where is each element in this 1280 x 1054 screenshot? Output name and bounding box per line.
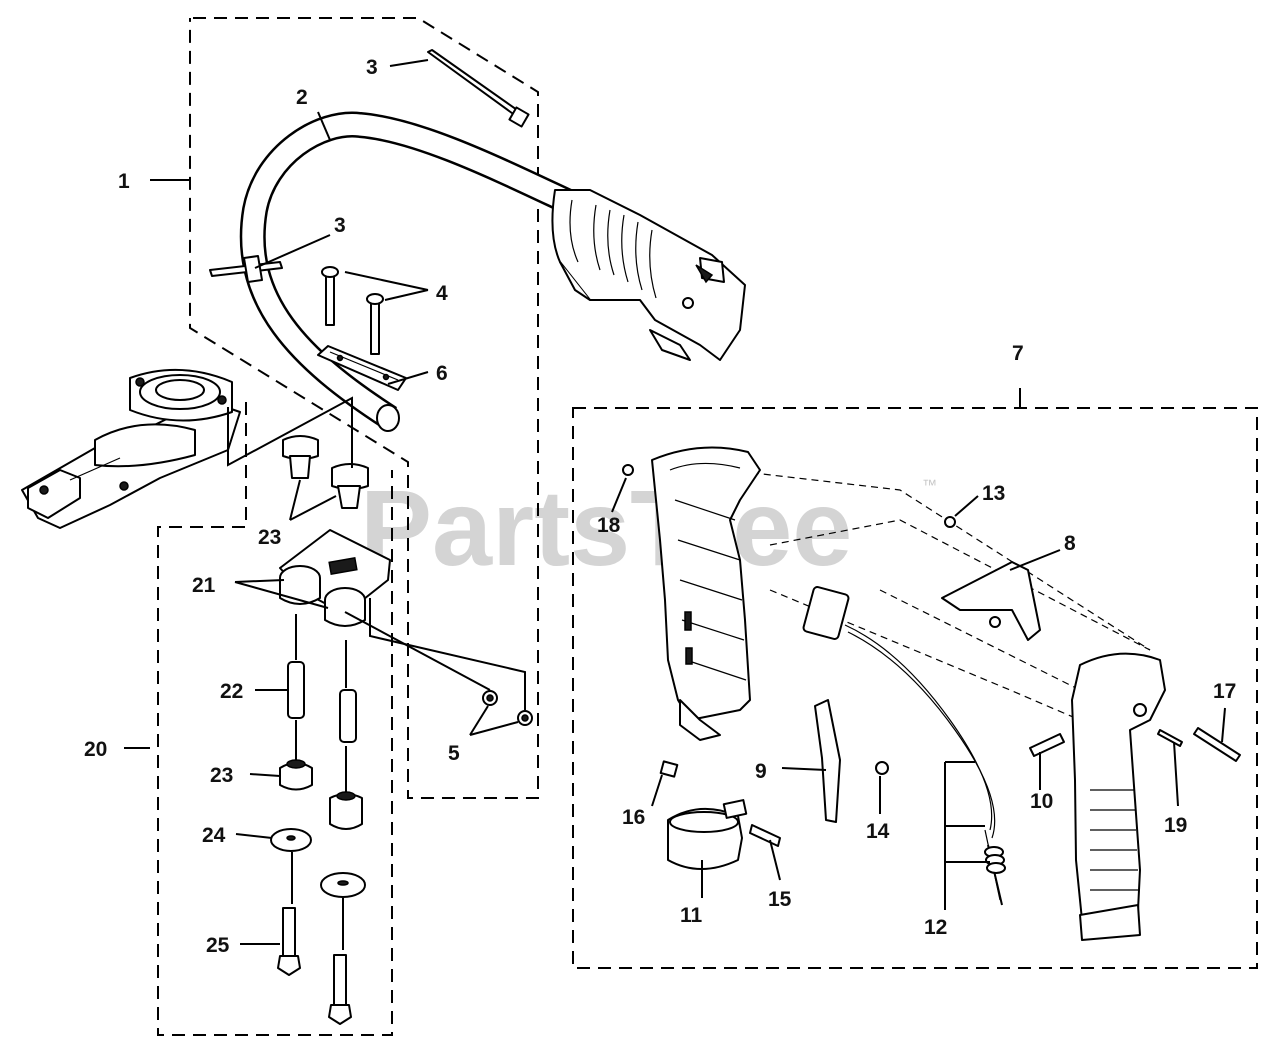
cable-tie-loop-icon bbox=[209, 255, 283, 283]
callout-23-upper: 23 bbox=[258, 526, 281, 549]
callout-20: 20 bbox=[84, 738, 107, 761]
bracket-icon bbox=[279, 529, 391, 627]
callout-7: 7 bbox=[1012, 342, 1024, 365]
rear-handle-icon bbox=[622, 446, 1241, 941]
assembly-20-boundary bbox=[157, 402, 393, 1036]
watermark-trademark: ™ bbox=[922, 477, 937, 494]
callout-12: 12 bbox=[924, 916, 947, 939]
gearhead-icon bbox=[21, 368, 241, 529]
callout-3-loop: 3 bbox=[334, 214, 346, 237]
leaders-right bbox=[611, 477, 1226, 910]
guide-lines-left bbox=[227, 396, 526, 950]
callout-1: 1 bbox=[118, 170, 130, 193]
callout-21: 21 bbox=[192, 574, 216, 597]
watermark-text: PartsTree bbox=[360, 467, 852, 588]
bushing-lower-icon bbox=[279, 759, 363, 830]
loop-handle-icon bbox=[239, 111, 746, 432]
callout-10: 10 bbox=[1030, 790, 1053, 813]
callout-15: 15 bbox=[768, 888, 792, 911]
callout-13: 13 bbox=[982, 482, 1005, 505]
callout-6: 6 bbox=[436, 362, 448, 385]
assembly-1-boundary bbox=[189, 17, 539, 799]
callout-3-top: 3 bbox=[366, 56, 378, 79]
screw-pair-icon bbox=[321, 266, 384, 355]
cable-tie-top-icon bbox=[427, 49, 530, 128]
washer-pair-icon bbox=[270, 828, 366, 898]
callout-8: 8 bbox=[1064, 532, 1076, 555]
assembly-7-boundary bbox=[572, 407, 1258, 969]
callout-23-lower: 23 bbox=[210, 764, 233, 787]
callout-11: 11 bbox=[680, 904, 703, 927]
callout-19: 19 bbox=[1164, 814, 1187, 837]
callout-4: 4 bbox=[436, 282, 448, 305]
callout-14: 14 bbox=[866, 820, 890, 843]
callout-17: 17 bbox=[1213, 680, 1236, 703]
bushing-upper-icon bbox=[282, 435, 369, 509]
callout-22: 22 bbox=[220, 680, 243, 703]
callout-18: 18 bbox=[597, 514, 621, 537]
callout-labels: 1 2 3 3 4 5 6 7 8 9 10 11 12 13 14 15 16… bbox=[84, 56, 1236, 957]
pin-pair-icon bbox=[287, 661, 357, 743]
callout-5: 5 bbox=[448, 742, 460, 765]
nut-pair-icon bbox=[482, 690, 533, 726]
callout-2: 2 bbox=[296, 86, 308, 109]
callout-16: 16 bbox=[622, 806, 645, 829]
callout-25: 25 bbox=[206, 934, 230, 957]
callout-9: 9 bbox=[755, 760, 767, 783]
bolt-pair-icon bbox=[277, 907, 352, 1025]
leaders-left bbox=[124, 59, 519, 945]
callout-24: 24 bbox=[202, 824, 226, 847]
